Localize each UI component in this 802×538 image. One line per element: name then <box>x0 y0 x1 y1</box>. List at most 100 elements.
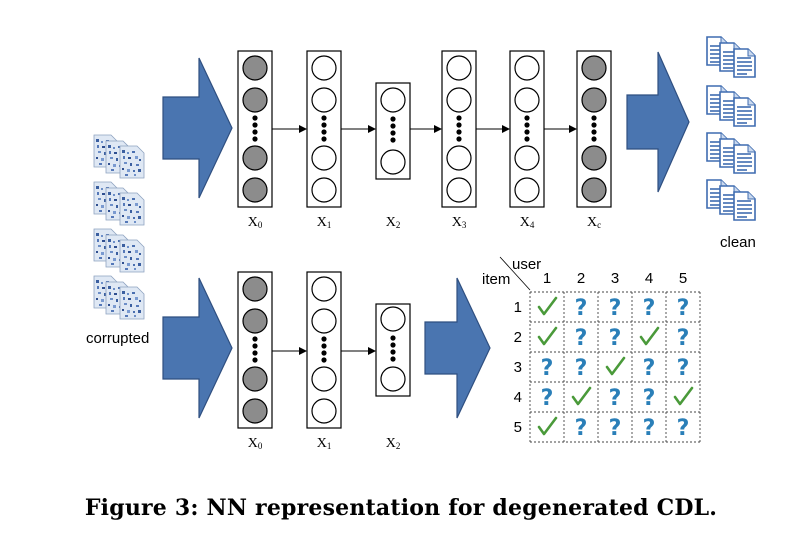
matrix-col-header: 5 <box>679 270 687 287</box>
matrix-question-icon: ? <box>541 356 554 381</box>
top-ellipsis-dot <box>390 123 396 129</box>
top-ellipsis-dot <box>321 136 327 142</box>
bottom-layer-label: X1 <box>317 436 332 451</box>
bottom-ellipsis-dot <box>390 356 396 362</box>
top-neuron <box>581 177 607 203</box>
top-neuron <box>446 55 472 81</box>
bottom-input-arrow <box>162 277 233 419</box>
corrupted-label: corrupted <box>86 330 149 347</box>
bottom-neuron <box>311 398 337 424</box>
matrix-question-icon: ? <box>677 416 690 441</box>
bottom-neuron <box>242 366 268 392</box>
top-ellipsis-dot <box>390 130 396 136</box>
top-output-arrow <box>626 51 690 193</box>
matrix-question-icon: ? <box>677 356 690 381</box>
matrix-question-icon: ? <box>575 296 588 321</box>
matrix-check-icon <box>571 386 592 406</box>
top-ellipsis-dot <box>524 129 530 135</box>
top-neuron <box>380 87 406 113</box>
top-ellipsis-dot <box>456 115 462 121</box>
matrix-row-header: 3 <box>514 359 522 376</box>
matrix-question-icon: ? <box>643 386 656 411</box>
top-ellipsis-dot <box>524 115 530 121</box>
top-ellipsis-dot <box>591 129 597 135</box>
matrix-question-icon: ? <box>609 326 622 351</box>
top-neuron <box>311 87 337 113</box>
matrix-question-icon: ? <box>575 356 588 381</box>
matrix-col-header: 1 <box>543 270 551 287</box>
top-ellipsis-dot <box>252 129 258 135</box>
matrix-col-header: 4 <box>645 270 653 287</box>
top-ellipsis-dot <box>390 116 396 122</box>
bottom-neuron <box>242 308 268 334</box>
top-layer-label: X1 <box>317 215 332 230</box>
top-layer-label: X2 <box>386 215 401 230</box>
matrix-question-icon: ? <box>677 326 690 351</box>
top-ellipsis-dot <box>321 115 327 121</box>
clean-documents-icon <box>706 36 756 221</box>
top-ellipsis-dot <box>456 129 462 135</box>
top-layer-label: Xc <box>587 215 601 230</box>
top-ellipsis-dot <box>591 136 597 142</box>
bottom-neuron <box>311 308 337 334</box>
top-ellipsis-dot <box>321 129 327 135</box>
bottom-neuron <box>311 276 337 302</box>
bottom-neuron <box>380 366 406 392</box>
matrix-check-icon <box>639 326 660 346</box>
bottom-ellipsis-dot <box>390 335 396 341</box>
top-neuron <box>514 55 540 81</box>
matrix-check-icon <box>537 296 558 316</box>
top-neuron <box>311 55 337 81</box>
top-neuron <box>311 145 337 171</box>
matrix-check-icon <box>673 386 694 406</box>
top-layer-label: X3 <box>452 215 467 230</box>
matrix-row-header: 1 <box>514 299 522 316</box>
matrix-row-header: 4 <box>514 389 522 406</box>
top-neuron <box>242 177 268 203</box>
matrix-question-icon: ? <box>677 296 690 321</box>
top-neuron <box>380 149 406 175</box>
top-neuron <box>581 55 607 81</box>
matrix-user-label: user <box>512 256 541 273</box>
matrix-question-icon: ? <box>575 326 588 351</box>
top-ellipsis-dot <box>252 122 258 128</box>
matrix-col-header: 2 <box>577 270 585 287</box>
bottom-ellipsis-dot <box>321 357 327 363</box>
matrix-item-label: item <box>482 271 510 288</box>
matrix-row-header: 5 <box>514 419 522 436</box>
bottom-ellipsis-dot <box>321 336 327 342</box>
matrix-question-icon: ? <box>609 386 622 411</box>
top-ellipsis-dot <box>252 115 258 121</box>
top-neuron <box>446 177 472 203</box>
bottom-neuron <box>380 306 406 332</box>
bottom-ellipsis-dot <box>390 342 396 348</box>
bottom-ellipsis-dot <box>321 350 327 356</box>
matrix-check-icon <box>537 326 558 346</box>
matrix-row-header: 2 <box>514 329 522 346</box>
matrix-check-icon <box>605 356 626 376</box>
top-neuron <box>514 145 540 171</box>
bottom-neuron <box>242 276 268 302</box>
top-neuron <box>581 145 607 171</box>
top-neuron <box>514 177 540 203</box>
top-ellipsis-dot <box>524 136 530 142</box>
matrix-col-header: 3 <box>611 270 619 287</box>
matrix-question-icon: ? <box>643 416 656 441</box>
bottom-neuron <box>311 366 337 392</box>
matrix-question-icon: ? <box>609 296 622 321</box>
top-ellipsis-dot <box>524 122 530 128</box>
top-ellipsis-dot <box>390 137 396 143</box>
top-ellipsis-dot <box>591 122 597 128</box>
bottom-neuron <box>242 398 268 424</box>
top-ellipsis-dot <box>456 122 462 128</box>
top-ellipsis-dot <box>591 115 597 121</box>
top-neuron <box>242 145 268 171</box>
top-neuron <box>581 87 607 113</box>
matrix-question-icon: ? <box>643 356 656 381</box>
matrix-question-icon: ? <box>575 416 588 441</box>
clean-label: clean <box>720 234 756 251</box>
top-ellipsis-dot <box>456 136 462 142</box>
